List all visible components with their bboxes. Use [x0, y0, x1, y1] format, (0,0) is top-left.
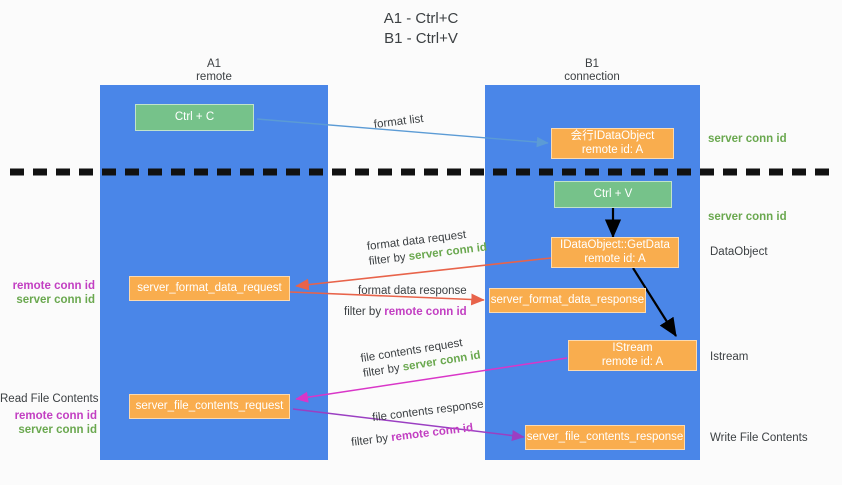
edge-label-format-data-request: format data request filter by server con…	[366, 226, 488, 270]
node-ctrl-v-label: Ctrl + V	[593, 187, 633, 200]
node-istream[interactable]: IStream remote id: A	[568, 340, 697, 371]
column-header-a1-name: A1	[206, 58, 222, 70]
note-conn-ids-upper: remote conn id server conn id	[0, 279, 95, 307]
filter-value-remote-conn-id: remote conn id	[390, 422, 474, 444]
edge-label-file-contents-request: file contents request filter by server c…	[360, 334, 482, 382]
node-idataobject-remote-id: remote id: A	[581, 143, 644, 156]
node-server-file-contents-request[interactable]: server_file_contents_request	[129, 394, 290, 419]
node-idataobject[interactable]: 会行IDataObject remote id: A	[551, 128, 674, 159]
node-server-format-data-request[interactable]: server_format_data_request	[129, 276, 290, 301]
node-server-file-contents-response-label: server_file_contents_response	[526, 430, 684, 443]
edge-label-format-data-response-line2: filter by remote conn id	[336, 305, 467, 320]
node-server-file-contents-response[interactable]: server_file_contents_response	[525, 425, 685, 450]
column-header-b1-name: B1	[584, 58, 600, 70]
node-istream-remote-id: remote id: A	[601, 355, 664, 368]
filter-prefix: filter by	[344, 306, 385, 318]
node-server-format-data-request-label: server_format_data_request	[137, 281, 282, 294]
note-dataobject-text: DataObject	[710, 246, 768, 258]
title-line-1: A1 - Ctrl+C	[383, 10, 459, 27]
note-server-conn-id-mid-text: server conn id	[708, 211, 787, 223]
edge-label-format-data-response: format data response filter by remote co…	[336, 284, 467, 320]
node-ctrl-c-label: Ctrl + C	[174, 110, 215, 123]
note-server-conn-id-top: server conn id	[708, 132, 787, 146]
column-header-b1: B1 connection	[512, 58, 672, 84]
node-getdata-label: IDataObject::GetData	[560, 239, 670, 251]
note-write-file-contents: Write File Contents	[710, 431, 808, 445]
edge-label-format-data-response-line1: format data response	[358, 285, 467, 297]
edge-label-format-list-text: format list	[373, 112, 425, 131]
node-ctrl-v[interactable]: Ctrl + V	[554, 181, 672, 208]
diagram-title: A1 - Ctrl+C B1 - Ctrl+V	[0, 9, 842, 49]
note-istream-text: Istream	[710, 351, 749, 363]
column-header-a1-sub: remote	[196, 71, 232, 83]
note-read-file-contents-text: Read File Contents	[0, 393, 99, 405]
node-server-file-contents-request-label: server_file_contents_request	[135, 399, 284, 412]
node-istream-label: IStream	[612, 342, 653, 354]
note-remote-conn-id-2: remote conn id	[14, 410, 97, 422]
edge-label-file-contents-response: file contents response filter by remote …	[348, 398, 487, 451]
note-server-conn-id-1: server conn id	[16, 294, 95, 306]
note-dataobject: DataObject	[710, 245, 768, 259]
node-idataobject-label: 会行IDataObject	[570, 130, 655, 142]
node-server-format-data-response-label: server_format_data_response	[490, 293, 645, 306]
note-read-file-contents-group: Read File Contents remote conn id server…	[0, 392, 99, 437]
node-ctrl-c[interactable]: Ctrl + C	[135, 104, 254, 131]
note-server-conn-id-mid: server conn id	[708, 210, 787, 224]
title-line-2: B1 - Ctrl+V	[384, 30, 458, 47]
edge-label-format-list: format list	[373, 112, 424, 133]
node-idataobject-getdata[interactable]: IDataObject::GetData remote id: A	[551, 237, 679, 268]
filter-prefix: filter by	[350, 432, 392, 449]
note-server-conn-id-2: server conn id	[18, 424, 97, 436]
node-getdata-remote-id: remote id: A	[584, 252, 646, 265]
note-istream: Istream	[710, 350, 748, 364]
node-server-format-data-response[interactable]: server_format_data_response	[489, 288, 646, 313]
column-header-b1-sub: connection	[564, 71, 620, 83]
column-header-a1: A1 remote	[134, 58, 294, 84]
note-remote-conn-id-1: remote conn id	[12, 280, 95, 292]
note-server-conn-id-top-text: server conn id	[708, 133, 787, 145]
filter-prefix: filter by	[368, 251, 410, 268]
filter-value-remote-conn-id: remote conn id	[384, 306, 467, 318]
note-write-file-contents-text: Write File Contents	[710, 432, 808, 444]
